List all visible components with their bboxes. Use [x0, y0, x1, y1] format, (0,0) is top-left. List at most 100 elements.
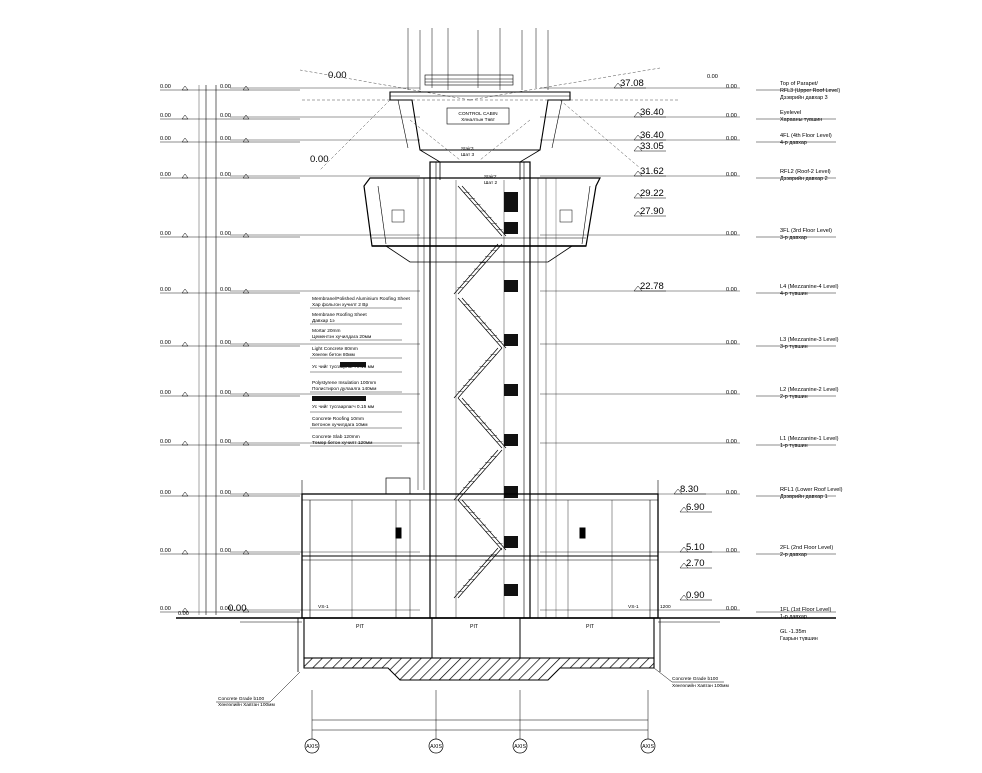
level-name-mn2: Дээврийн давхар 3 — [780, 94, 828, 101]
right-elev-value: 0.00 — [726, 287, 737, 293]
elev-triangle — [181, 288, 189, 294]
tag-vs1-left: VS-1 — [318, 604, 329, 610]
left-elev-value: 0.00 — [160, 490, 171, 496]
foundation-right-line2: Хөнгөлийн Хавтан 100мм — [672, 682, 729, 689]
right-elev-value: 0.00 — [726, 84, 737, 90]
lower-building — [301, 477, 659, 619]
stair-flight — [457, 185, 518, 237]
right-elev-value: 0.00 — [726, 606, 737, 612]
elev-triangle — [242, 85, 250, 91]
level-name-mn: Дээврийн давхар 2 — [780, 175, 828, 182]
control-cabin-subtitle: Хяналтын Төвт — [461, 117, 496, 123]
landing-block — [504, 584, 518, 596]
level-name: 3FL (3rd Floor Level) — [780, 228, 832, 234]
level-name-mn: Харааны түвшин — [780, 117, 822, 123]
material-note: Concrete Roofing 10mm — [312, 416, 364, 422]
level-name-mn: 2-р түвшин — [780, 394, 808, 400]
control-cabin-title: CONTROL CABIN — [458, 111, 498, 117]
elev-triangle — [242, 288, 250, 294]
tag-vs1-right: VS-1 — [628, 604, 639, 610]
elev-triangle — [181, 85, 189, 91]
left-elev-value: 0.00 — [160, 606, 171, 612]
level-name: RFL1 (Lower Roof Level) — [780, 487, 843, 493]
material-note: Concrete Slab 120mm — [312, 434, 360, 440]
left-elev-value: 0.00 — [160, 172, 171, 178]
axis-label: AXIS — [642, 744, 654, 750]
right-elev-value: 0.00 — [726, 231, 737, 237]
elevation-value: 33.05 — [640, 141, 664, 152]
ground-elev-a: 0.00 — [178, 611, 189, 617]
axis-label: AXIS — [306, 744, 318, 750]
elev-triangle — [242, 391, 250, 397]
stair-flight — [453, 347, 518, 399]
level-name: L2 (Mezzanine-2 Level) — [780, 387, 839, 393]
landing-block — [504, 434, 518, 446]
elevation-value: 2.70 — [686, 558, 705, 569]
landing-block — [504, 536, 518, 548]
left-elev-value: 0.00 — [220, 172, 231, 178]
stair-flight — [457, 297, 518, 349]
elevation-value: 36.40 — [640, 130, 664, 141]
left-elev-value: 0.00 — [220, 490, 231, 496]
left-elev-value: 0.00 — [220, 84, 231, 90]
landing-block — [504, 334, 518, 346]
material-note: Полистирол дулаалга 140мм — [312, 386, 376, 392]
foundation-right-line1: Concrete Grade b100 — [672, 676, 718, 682]
elev-triangle — [181, 173, 189, 179]
stair-flight — [457, 397, 518, 449]
left-elev-value: 0.00 — [220, 287, 231, 293]
parapet-elev-right: 0.00 — [707, 74, 718, 80]
right-elev-value: 0.00 — [726, 439, 737, 445]
right-elev-value: 0.00 — [726, 136, 737, 142]
level-name: 4FL (4th Floor Level) — [780, 133, 832, 139]
axis-bubble — [512, 738, 528, 754]
level-name-mn: 4-р давхар — [780, 140, 807, 146]
material-note: Membrane/Polished Aluminium Roofing Shee… — [312, 296, 411, 302]
level-name: 2FL (2nd Floor Level) — [780, 545, 833, 551]
tower-shaft — [417, 161, 557, 619]
elev-triangle — [181, 549, 189, 555]
level-name-mn: 3-р давхар — [780, 235, 807, 241]
level-name-mn: 2-р давхар — [780, 552, 807, 558]
right-level-labels: Top of Parapet/RFL3 (Upper Roof Level)Дэ… — [780, 81, 843, 642]
level-name: L3 (Mezzanine-3 Level) — [780, 337, 839, 343]
elev-triangle — [242, 173, 250, 179]
foundation-callout-right — [653, 667, 724, 683]
foundation-callout-left — [216, 671, 301, 703]
left-elev-value: 0.00 — [220, 340, 231, 346]
elevation-value: 31.62 — [640, 166, 664, 177]
elev-triangle — [242, 549, 250, 555]
tower-head — [363, 177, 601, 263]
elevation-value: 36.40 — [640, 107, 664, 118]
elev-triangle — [242, 137, 250, 143]
left-elev-value: 0.00 — [160, 439, 171, 445]
material-note: Бетонон хучилдага 10мм — [312, 422, 368, 428]
elev-triangle — [242, 440, 250, 446]
landing-block — [504, 384, 518, 396]
axis-label: AXIS — [430, 744, 442, 750]
pit-label-left: PIT — [356, 624, 365, 630]
material-note: Төмөр бетон хучилт 120мм — [312, 440, 372, 446]
elev-triangle — [242, 341, 250, 347]
left-elev-value: 0.00 — [160, 340, 171, 346]
roof-antennas — [407, 28, 549, 90]
level-line — [160, 234, 836, 238]
material-note: Polystyrene Insulation 100mm — [312, 380, 376, 386]
parapet-elev-left: 0.00 — [328, 70, 347, 81]
elevation-value: 8.30 — [680, 484, 699, 495]
left-elev-value: 0.00 — [220, 439, 231, 445]
material-note: Light Concrete 80mm — [312, 346, 358, 352]
elev-triangle — [181, 341, 189, 347]
material-notes: Membrane/Polished Aluminium Roofing Shee… — [310, 296, 411, 447]
level-line — [160, 442, 836, 446]
left-elev-value: 0.00 — [220, 113, 231, 119]
elev-triangle — [242, 491, 250, 497]
axis-label: AXIS — [514, 744, 526, 750]
axis-bubble — [304, 738, 320, 754]
elevation-value: 29.22 — [640, 188, 664, 199]
elevation-value: 0.90 — [686, 590, 705, 601]
left-elev-value: 0.00 — [220, 606, 231, 612]
ground-line — [176, 617, 836, 623]
